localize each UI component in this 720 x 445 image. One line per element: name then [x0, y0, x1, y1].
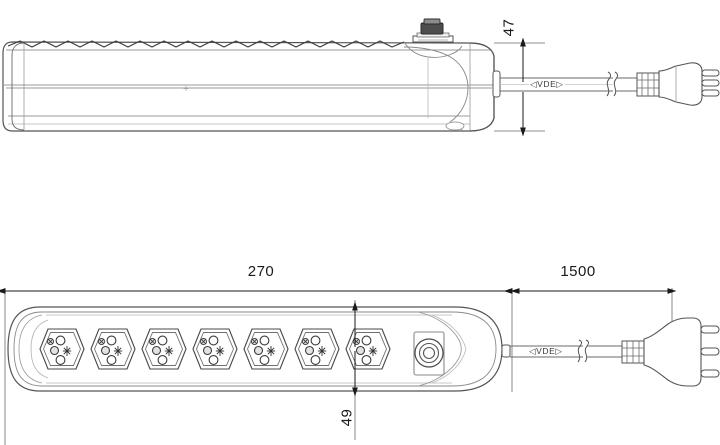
socket-7[interactable] — [345, 328, 391, 370]
dimension-label-270: 270 — [247, 263, 275, 280]
power-cable-bottom — [501, 317, 720, 387]
socket-4[interactable] — [192, 328, 238, 370]
bottom-plan-view — [0, 288, 720, 445]
strip-body-side — [2, 40, 495, 132]
socket-1[interactable] — [39, 328, 85, 370]
power-switch-side — [403, 18, 463, 118]
cable-marking-bottom: ◁VDE▷ — [528, 346, 564, 356]
power-cable-side — [492, 62, 720, 106]
cable-marking-top: ◁VDE▷ — [529, 79, 565, 89]
plug-strain-relief-side — [636, 72, 660, 97]
dimension-47 — [494, 37, 545, 137]
dimension-270 — [0, 288, 513, 445]
power-switch-bottom — [413, 331, 445, 376]
dimension-label-47: 47 — [500, 18, 518, 37]
dimension-label-49: 49 — [338, 408, 356, 427]
mains-plug-bottom — [643, 317, 720, 387]
mains-plug-side — [658, 62, 720, 106]
socket-6[interactable] — [294, 328, 340, 370]
dimension-label-1500: 1500 — [560, 263, 596, 280]
plug-strain-relief-bottom — [621, 340, 645, 364]
socket-5[interactable] — [243, 328, 289, 370]
socket-3[interactable] — [141, 328, 187, 370]
socket-2[interactable] — [90, 328, 136, 370]
side-elevation-view — [2, 18, 720, 137]
